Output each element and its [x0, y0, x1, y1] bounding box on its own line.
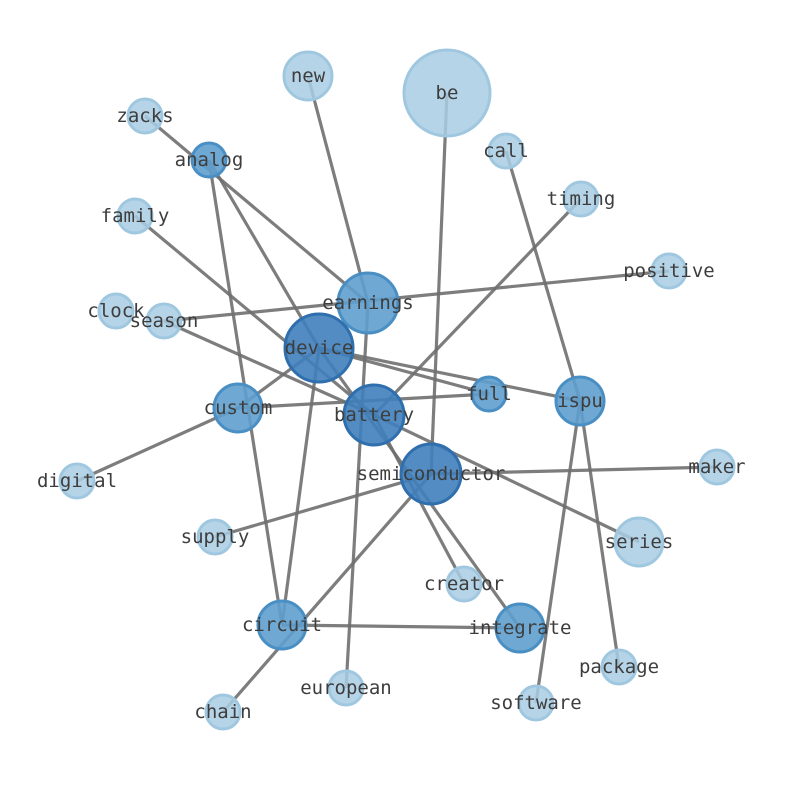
node-label-european: european — [300, 677, 392, 699]
node-ispu — [554, 375, 606, 427]
node-label-season: season — [130, 310, 199, 332]
edge-family-battery — [133, 214, 376, 417]
node-label-new: new — [291, 65, 326, 87]
edge-new-earnings — [306, 75, 370, 304]
edge-ispu-package — [578, 400, 621, 668]
node-label-integrate: integrate — [469, 617, 572, 639]
edge-analog-device — [207, 159, 321, 349]
node-label-creator: creator — [424, 573, 504, 595]
node-label-ispu: ispu — [557, 390, 603, 412]
node-label-series: series — [605, 531, 674, 553]
node-label-semiconductor: semiconductor — [357, 463, 506, 485]
node-chain — [204, 693, 242, 731]
node-family — [116, 197, 154, 235]
edge-semiconductor-supply — [214, 472, 432, 539]
node-label-supply: supply — [181, 526, 250, 548]
node-label-circuit: circuit — [242, 614, 322, 636]
node-device — [283, 312, 355, 384]
node-label-device: device — [285, 337, 354, 359]
node-label-earnings: earnings — [322, 292, 414, 314]
node-label-be: be — [436, 82, 459, 104]
node-label-battery: battery — [334, 404, 414, 426]
node-package — [600, 648, 638, 686]
nodes-layer — [58, 48, 736, 731]
node-zacks — [126, 97, 164, 135]
node-series — [613, 516, 665, 568]
edge-battery-series — [373, 413, 640, 544]
node-circuit — [256, 599, 308, 651]
node-clock — [97, 292, 135, 330]
node-label-call: call — [483, 140, 529, 162]
node-label-custom: custom — [204, 397, 273, 419]
node-integrate — [494, 602, 546, 654]
node-be — [402, 48, 492, 138]
node-label-timing: timing — [547, 188, 616, 210]
edge-timing-battery — [372, 197, 583, 417]
edge-custom-digital — [76, 406, 239, 483]
edge-positive-season — [163, 269, 670, 323]
node-software — [517, 684, 555, 722]
node-european — [327, 669, 365, 707]
node-creator — [445, 565, 483, 603]
node-label-chain: chain — [194, 701, 251, 723]
edge-call-ispu — [504, 150, 582, 402]
node-supply — [196, 518, 234, 556]
node-label-analog: analog — [175, 149, 244, 171]
node-custom — [212, 382, 264, 434]
node-analog — [190, 141, 228, 179]
node-full — [470, 375, 508, 413]
node-semiconductor — [399, 442, 463, 506]
node-digital — [58, 462, 96, 500]
node-label-full: full — [466, 383, 512, 405]
node-positive — [650, 252, 688, 290]
node-season — [145, 302, 183, 340]
node-label-package: package — [579, 656, 659, 678]
edge-circuit-integrate — [281, 623, 521, 630]
node-label-digital: digital — [37, 470, 117, 492]
node-label-software: software — [490, 692, 582, 714]
node-call — [487, 132, 525, 170]
edge-season-battery — [163, 319, 375, 417]
edge-device-ispu — [318, 346, 581, 403]
node-maker — [698, 448, 736, 486]
node-label-positive: positive — [623, 260, 715, 282]
node-new — [282, 50, 334, 102]
node-timing — [562, 180, 600, 218]
node-label-family: family — [101, 205, 170, 227]
node-battery — [342, 383, 406, 447]
edge-device-circuit — [280, 347, 321, 626]
edge-semiconductor-chain — [221, 472, 433, 714]
edge-ispu-software — [534, 400, 582, 704]
node-label-clock: clock — [87, 300, 145, 322]
node-label-zacks: zacks — [116, 105, 173, 127]
edge-zacks-earnings — [143, 114, 370, 305]
edge-semiconductor-maker — [430, 465, 718, 476]
node-label-maker: maker — [688, 456, 745, 478]
edge-be-semiconductor — [429, 92, 449, 475]
node-earnings — [336, 271, 400, 335]
